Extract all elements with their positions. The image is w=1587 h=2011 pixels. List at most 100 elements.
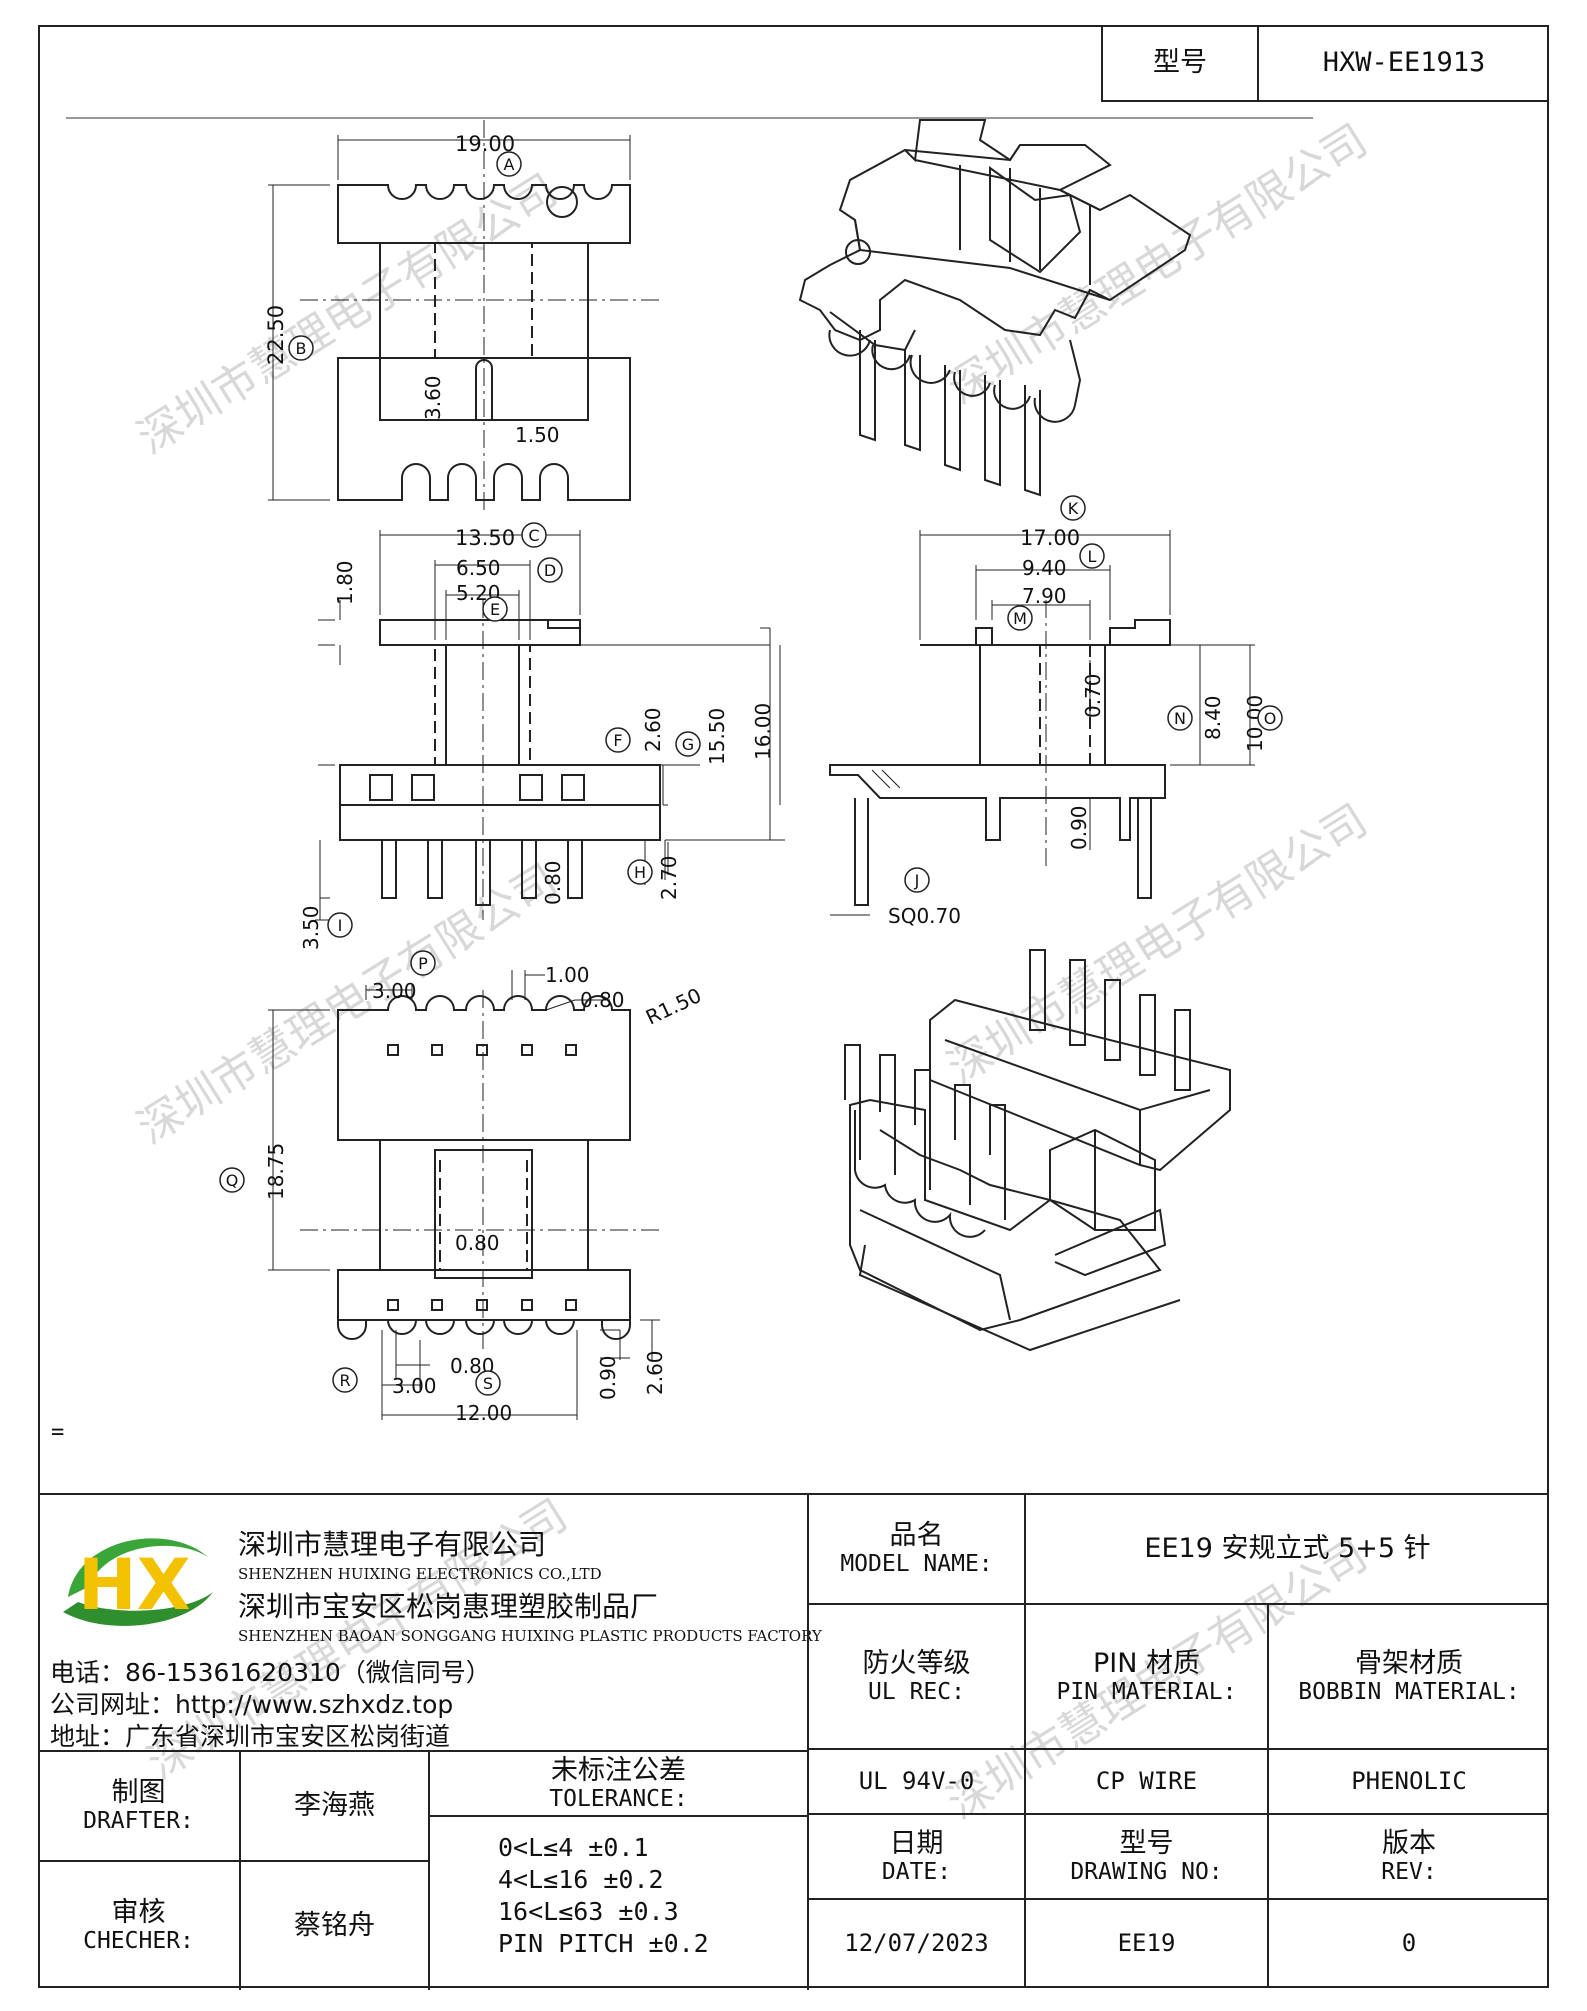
bobbin-cn: 骨架材质 — [1355, 1647, 1463, 1679]
dim-bottom-center: 0.80 — [455, 1231, 500, 1255]
bobbin-value: PHENOLIC — [1269, 1750, 1549, 1815]
logo-letters: HX — [78, 1544, 191, 1626]
bottom-view — [268, 970, 660, 1420]
callout-c: C — [528, 526, 539, 545]
dim-front-d: 6.50 — [456, 556, 501, 580]
technical-drawing: 19.00 22.50 3.60 1.50 13.50 6.50 5.20 1.… — [219, 119, 1283, 1425]
header-model-value: HXW-EE1913 — [1322, 46, 1486, 78]
date-cn: 日期 — [889, 1827, 944, 1859]
top-view — [268, 120, 660, 510]
date-en: DATE: — [881, 1858, 952, 1885]
pin-cn: PIN 材质 — [1092, 1647, 1201, 1679]
tolerance-line: PIN PITCH ±0.2 — [498, 1929, 709, 1958]
drawing-no-value: EE19 — [1026, 1900, 1269, 1988]
dim-side-gap: 0.70 — [1081, 673, 1105, 718]
company-address: 地址：广东省深圳市宝安区松岗街道 — [50, 1722, 451, 1751]
drawing-cn: 型号 — [1119, 1827, 1174, 1859]
model-name-value: EE19 安规立式 5+5 针 — [1026, 1495, 1549, 1605]
dim-bottom-p: 3.00 — [372, 979, 417, 1003]
header-rule — [66, 117, 1313, 119]
callout-d: D — [544, 561, 556, 580]
callout-o: O — [1264, 709, 1277, 728]
model-name-cn: 品名 — [889, 1520, 944, 1552]
dim-front-pin: 0.80 — [541, 860, 565, 905]
ul-label: 防火等级 UL REC: — [809, 1605, 1026, 1750]
callout-s: S — [483, 1374, 493, 1393]
date-value: 12/07/2023 — [809, 1900, 1026, 1988]
factory-name-en: SHENZHEN BAOAN SONGGANG HUIXING PLASTIC … — [238, 1627, 822, 1645]
header-model-box: 型号 HXW-EE1913 — [1101, 25, 1549, 102]
checker-en: CHECHER: — [83, 1928, 194, 1955]
company-name-en: SHENZHEN HUIXING ELECTRONICS CO.,LTD — [238, 1565, 602, 1583]
dim-side-n: 8.40 — [1201, 695, 1225, 740]
rev-value: 0 — [1401, 1929, 1417, 1958]
dim-bottom-lift: 0.90 — [596, 1355, 620, 1400]
front-view — [315, 530, 785, 921]
tolerance-en: TOLERANCE: — [549, 1785, 688, 1812]
tolerance-list: 0<L≤4 ±0.1 4<L≤16 ±0.2 16<L≤63 ±0.3 PIN … — [498, 1832, 798, 1960]
dim-front-g: 15.50 — [705, 708, 729, 765]
model-name-en: MODEL NAME: — [840, 1551, 993, 1578]
rev-label: 版本 REV: — [1269, 1815, 1549, 1900]
callout-q: Q — [226, 1171, 239, 1190]
isometric-view-top — [798, 119, 1192, 497]
dim-side-l: 9.40 — [1022, 556, 1067, 580]
dim-front-total: 16.00 — [751, 703, 775, 760]
tolerance-label: 未标注公差 TOLERANCE: — [430, 1752, 807, 1817]
tolerance-cn: 未标注公差 — [551, 1754, 686, 1786]
callout-k: K — [1068, 499, 1079, 518]
dim-side-pin: SQ0.70 — [888, 904, 961, 928]
model-name-label: 品名 MODEL NAME: — [809, 1495, 1026, 1605]
tolerance-line: 16<L≤63 ±0.3 — [498, 1897, 679, 1926]
company-website: 公司网址：http://www.szhxdz.top — [50, 1690, 454, 1719]
callout-n: N — [1174, 709, 1186, 728]
company-phone: 电话：86-15361620310（微信同号） — [50, 1658, 491, 1687]
drawing-sheet — [38, 25, 1549, 1988]
company-logo: HX — [63, 1538, 213, 1626]
dim-front-c: 13.50 — [455, 526, 515, 550]
callout-g: G — [682, 735, 694, 754]
drafter-cn: 制图 — [111, 1777, 166, 1809]
dim-front-flange: 1.80 — [333, 560, 357, 605]
bobbin-label: 骨架材质 BOBBIN MATERIAL: — [1269, 1605, 1549, 1750]
checker-name: 蔡铭舟 — [241, 1862, 430, 1990]
callout-l: L — [1088, 547, 1097, 566]
approval-table: 制图 DRAFTER: 李海燕 审核 CHECHER: 蔡铭舟 未标注公差 TO… — [38, 1750, 807, 1990]
dim-bottom-q: 18.75 — [264, 1143, 288, 1200]
factory-name-cn: 深圳市宝安区松岗惠理塑胶制品厂 — [238, 1590, 659, 1623]
dim-front-i: 3.50 — [299, 905, 323, 950]
callout-e: E — [490, 600, 500, 619]
dim-top-height: 22.50 — [264, 305, 288, 365]
dim-side-m: 7.90 — [1022, 584, 1067, 608]
tolerance-line: 0<L≤4 ±0.1 — [498, 1833, 649, 1862]
callout-b: B — [296, 339, 307, 358]
drafter-label: 制图 DRAFTER: — [38, 1752, 241, 1862]
dim-top-slot: 3.60 — [421, 375, 445, 420]
dim-top-gap: 1.50 — [515, 423, 560, 447]
callout-r: R — [339, 1371, 350, 1390]
dim-side-k: 17.00 — [1020, 526, 1080, 550]
header-model-label: 型号 — [1103, 25, 1259, 100]
callout-m: M — [1013, 609, 1027, 628]
dim-front-h: 2.70 — [657, 855, 681, 900]
drawing-no-label: 型号 DRAWING NO: — [1026, 1815, 1269, 1900]
company-name-cn: 深圳市慧理电子有限公司 — [238, 1528, 547, 1561]
ul-value: UL 94V-0 — [809, 1750, 1026, 1815]
drafter-en: DRAFTER: — [83, 1808, 194, 1835]
checker-cn: 审核 — [111, 1897, 166, 1929]
drawing-en: DRAWING NO: — [1070, 1858, 1223, 1885]
dim-bottom-radius: R1.50 — [642, 983, 705, 1029]
drafter-name: 李海燕 — [241, 1752, 430, 1862]
tolerance-line: 4<L≤16 ±0.2 — [498, 1865, 664, 1894]
callout-i: I — [338, 916, 343, 935]
pin-value: CP WIRE — [1026, 1750, 1269, 1815]
rev-cn: 版本 — [1382, 1827, 1436, 1859]
pin-en: PIN MATERIAL: — [1056, 1678, 1237, 1705]
pin-label: PIN 材质 PIN MATERIAL: — [1026, 1605, 1269, 1750]
callout-h: H — [634, 863, 646, 882]
rev-en: REV: — [1381, 1858, 1437, 1885]
title-block: HX 深圳市慧理电子有限公司 SHENZHEN HUIXING ELECTRON… — [38, 1493, 1549, 1990]
date-label: 日期 DATE: — [809, 1815, 1026, 1900]
callout-a: A — [504, 155, 515, 174]
